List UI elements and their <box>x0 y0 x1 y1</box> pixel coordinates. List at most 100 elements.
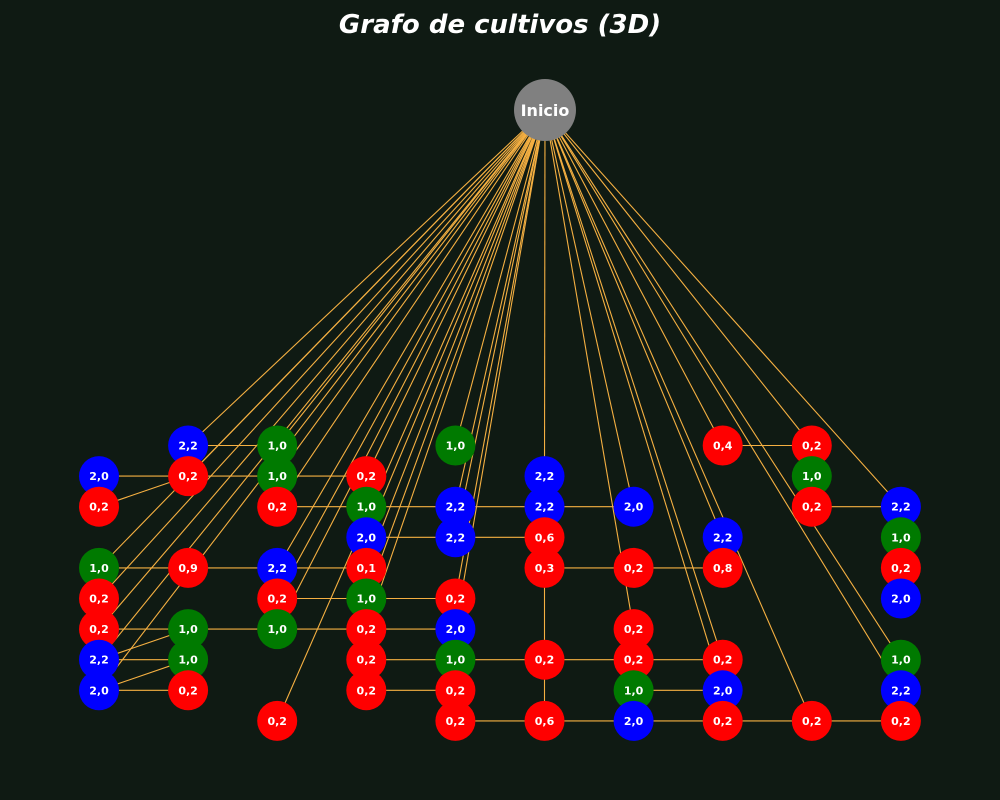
graph-node: 2,2 <box>880 486 921 527</box>
root-edge <box>544 109 902 660</box>
node-circle <box>435 578 476 619</box>
node-label: 1,0 <box>891 654 911 667</box>
node-circle <box>613 639 654 680</box>
node-circle <box>79 456 119 497</box>
graph-node: 1,0 <box>168 609 209 650</box>
node-label: 2,0 <box>624 715 644 728</box>
graph-node: 2,0 <box>346 517 387 558</box>
node-circle <box>168 547 209 588</box>
node-label: 0,2 <box>357 654 377 667</box>
node-circle <box>702 517 743 558</box>
node-label: 2,0 <box>357 531 377 544</box>
graph-node: 2,0 <box>880 578 921 619</box>
node-circle <box>613 547 654 588</box>
root-edge <box>276 109 546 722</box>
graph-node: 2,0 <box>702 670 743 711</box>
graph-node: 2,0 <box>613 700 654 741</box>
node-circle <box>880 547 921 588</box>
root-edge <box>276 109 546 630</box>
graph-node: 0,3 <box>524 547 565 588</box>
node-circle <box>524 456 565 497</box>
node-circle <box>168 670 209 711</box>
node-label: 2,2 <box>891 684 911 697</box>
graph-node: 0,1 <box>346 547 387 588</box>
node-circle <box>257 456 298 497</box>
node-circle <box>79 639 119 680</box>
node-label: 0,3 <box>535 562 555 575</box>
node-label: 0,2 <box>357 470 377 483</box>
node-label: 2,0 <box>891 593 911 606</box>
node-circle <box>880 700 921 741</box>
edges-layer <box>98 109 902 722</box>
node-circle <box>791 486 832 527</box>
node-label: 1,0 <box>178 623 198 636</box>
graph-node: 2,2 <box>524 456 565 497</box>
graph-node: 0,2 <box>435 578 476 619</box>
node-circle <box>435 639 476 680</box>
node-label: 0,2 <box>802 501 822 514</box>
graph-node: 0,2 <box>346 609 387 650</box>
root-edge <box>187 109 546 477</box>
node-circle <box>435 486 476 527</box>
root-edge <box>276 109 546 446</box>
graph-node: 0,2 <box>79 578 119 619</box>
node-circle <box>346 609 387 650</box>
node-circle <box>168 609 209 650</box>
root-edge <box>365 109 546 599</box>
node-circle <box>257 486 298 527</box>
graph-node: 0,2 <box>880 547 921 588</box>
node-circle <box>880 517 921 558</box>
node-circle <box>524 639 565 680</box>
graph-node: 0,2 <box>257 486 298 527</box>
node-label: 0,4 <box>713 440 733 453</box>
node-label: 2,2 <box>535 501 555 514</box>
node-label: 2,0 <box>624 501 644 514</box>
graph-node: 1,0 <box>79 547 119 588</box>
node-circle <box>346 547 387 588</box>
node-circle <box>524 517 565 558</box>
root-edge <box>454 109 546 538</box>
node-circle <box>346 456 387 497</box>
root-edge <box>544 109 635 507</box>
root-edge <box>98 109 546 630</box>
node-circle <box>613 486 654 527</box>
node-circle <box>702 639 743 680</box>
node-circle <box>435 700 476 741</box>
node-label: 2,0 <box>713 684 733 697</box>
graph-node: 0,2 <box>346 670 387 711</box>
node-circle <box>168 425 209 466</box>
root-edge <box>276 109 546 599</box>
node-label: 1,0 <box>891 531 911 544</box>
node-label: 0,2 <box>713 715 733 728</box>
node-circle <box>257 425 298 466</box>
root-edge <box>365 109 546 538</box>
node-label: 0,2 <box>446 715 466 728</box>
node-label: 2,0 <box>89 470 109 483</box>
graph-node: 0,2 <box>346 639 387 680</box>
node-circle <box>791 425 832 466</box>
node-label: 1,0 <box>178 654 198 667</box>
node-circle <box>524 700 565 741</box>
graph-node: 0,2 <box>435 700 476 741</box>
node-label: 0,2 <box>802 440 822 453</box>
graph-node: 2,2 <box>257 547 298 588</box>
node-circle <box>791 700 832 741</box>
node-label: 0,2 <box>89 623 109 636</box>
node-label: 0,2 <box>357 623 377 636</box>
node-label: 1,0 <box>267 623 287 636</box>
chart-title: Grafo de cultivos (3D) <box>338 10 662 40</box>
node-label: 0,2 <box>624 654 644 667</box>
node-label: 0,8 <box>713 562 733 575</box>
root-edge <box>544 109 902 691</box>
graph-node: 1,0 <box>346 486 387 527</box>
node-circle <box>257 700 298 741</box>
graph-node: 0,4 <box>702 425 743 466</box>
node-circle <box>79 670 119 711</box>
node-label: 0,2 <box>357 684 377 697</box>
root-edge <box>98 109 546 691</box>
node-label: 2,2 <box>535 470 555 483</box>
graph-node: 2,2 <box>702 517 743 558</box>
node-label: 1,0 <box>446 440 466 453</box>
